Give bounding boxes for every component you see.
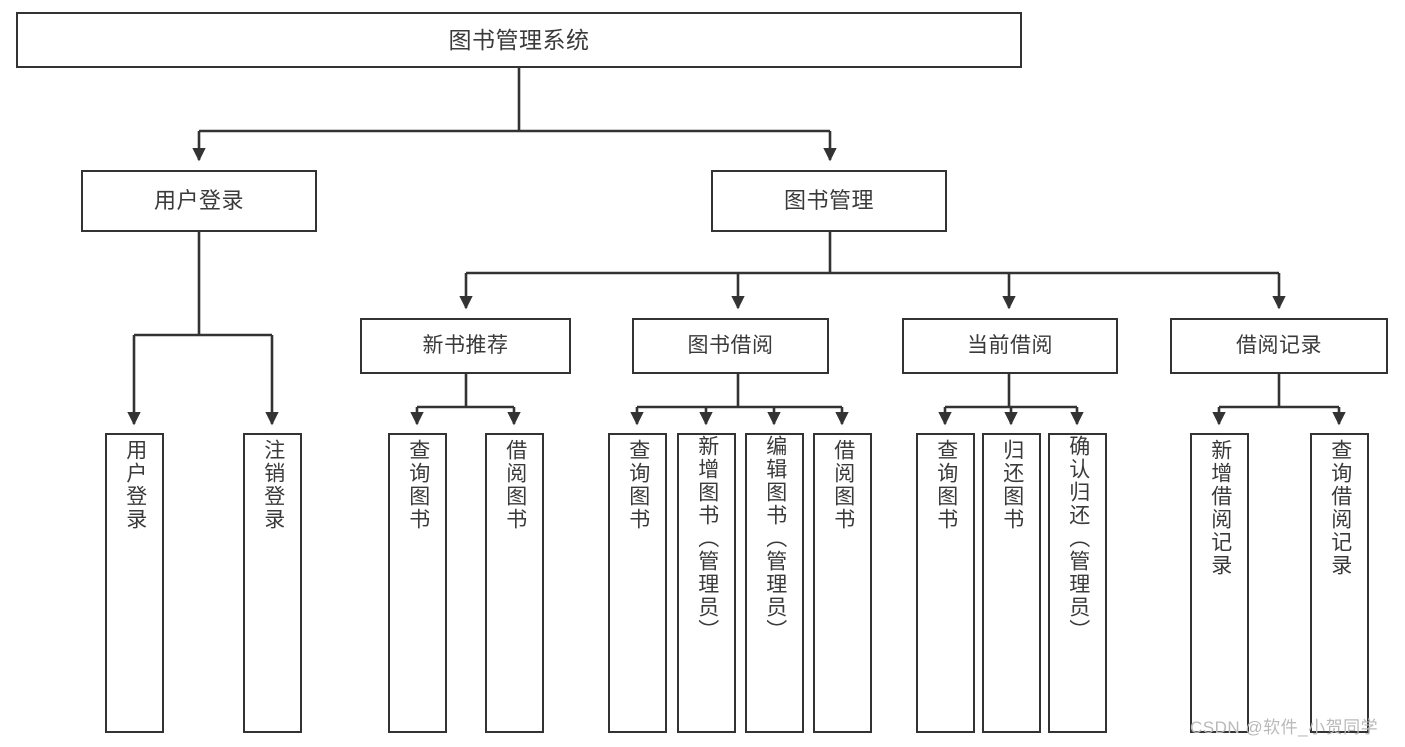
node-leaf-borrow-book-1[interactable]: 借阅图书: [485, 433, 544, 733]
node-label: 注销登录: [261, 439, 285, 531]
node-label: 查询图书: [406, 439, 430, 531]
node-leaf-query-record[interactable]: 查询借阅记录: [1310, 433, 1369, 733]
node-label: 图书借阅: [687, 333, 774, 357]
node-leaf-query-book-3[interactable]: 查询图书: [916, 433, 975, 733]
node-label: 借阅图书: [831, 439, 855, 531]
node-leaf-add-record[interactable]: 新增借阅记录: [1190, 433, 1249, 733]
node-label: 图书管理系统: [448, 26, 590, 53]
node-current-borrow[interactable]: 当前借阅: [902, 318, 1118, 374]
node-label: 当前借阅: [967, 333, 1053, 357]
node-leaf-user-logout[interactable]: 注销登录: [243, 433, 302, 733]
node-label: 借阅记录: [1236, 333, 1322, 357]
node-label: 归还图书: [1000, 439, 1024, 531]
node-leaf-borrow-book-2[interactable]: 借阅图书: [813, 433, 872, 733]
node-new-book-recommend[interactable]: 新书推荐: [360, 318, 571, 374]
node-label: 图书管理: [783, 188, 874, 214]
node-label: 新增借阅记录: [1208, 439, 1232, 577]
node-leaf-query-book-2[interactable]: 查询图书: [608, 433, 667, 733]
node-label: 用户登录: [123, 439, 147, 531]
node-root-system[interactable]: 图书管理系统: [16, 12, 1022, 68]
node-leaf-edit-book[interactable]: 编辑图书（管理员）: [745, 433, 804, 733]
node-label: 查询图书: [626, 439, 650, 531]
node-book-manage[interactable]: 图书管理: [711, 170, 947, 232]
node-label: 查询图书: [934, 439, 958, 531]
node-leaf-query-book-1[interactable]: 查询图书: [388, 433, 447, 733]
node-label: 新书推荐: [422, 333, 509, 357]
node-label: 用户登录: [153, 188, 244, 214]
node-label: 新增图书（管理员）: [695, 435, 719, 642]
node-label: 借阅图书: [503, 439, 527, 531]
node-borrow-record[interactable]: 借阅记录: [1170, 318, 1388, 374]
node-label: 确认归还（管理员）: [1066, 435, 1090, 642]
node-label: 查询借阅记录: [1328, 439, 1352, 577]
node-label: 编辑图书（管理员）: [763, 435, 787, 642]
node-user-login[interactable]: 用户登录: [81, 170, 317, 232]
node-leaf-user-login[interactable]: 用户登录: [105, 433, 164, 733]
node-leaf-confirm-return[interactable]: 确认归还（管理员）: [1048, 433, 1107, 733]
node-book-borrow[interactable]: 图书借阅: [632, 318, 829, 374]
csdn-watermark: CSDN @软件_小贺同学: [1190, 718, 1379, 737]
node-leaf-add-book[interactable]: 新增图书（管理员）: [677, 433, 736, 733]
node-leaf-return-book[interactable]: 归还图书: [982, 433, 1041, 733]
